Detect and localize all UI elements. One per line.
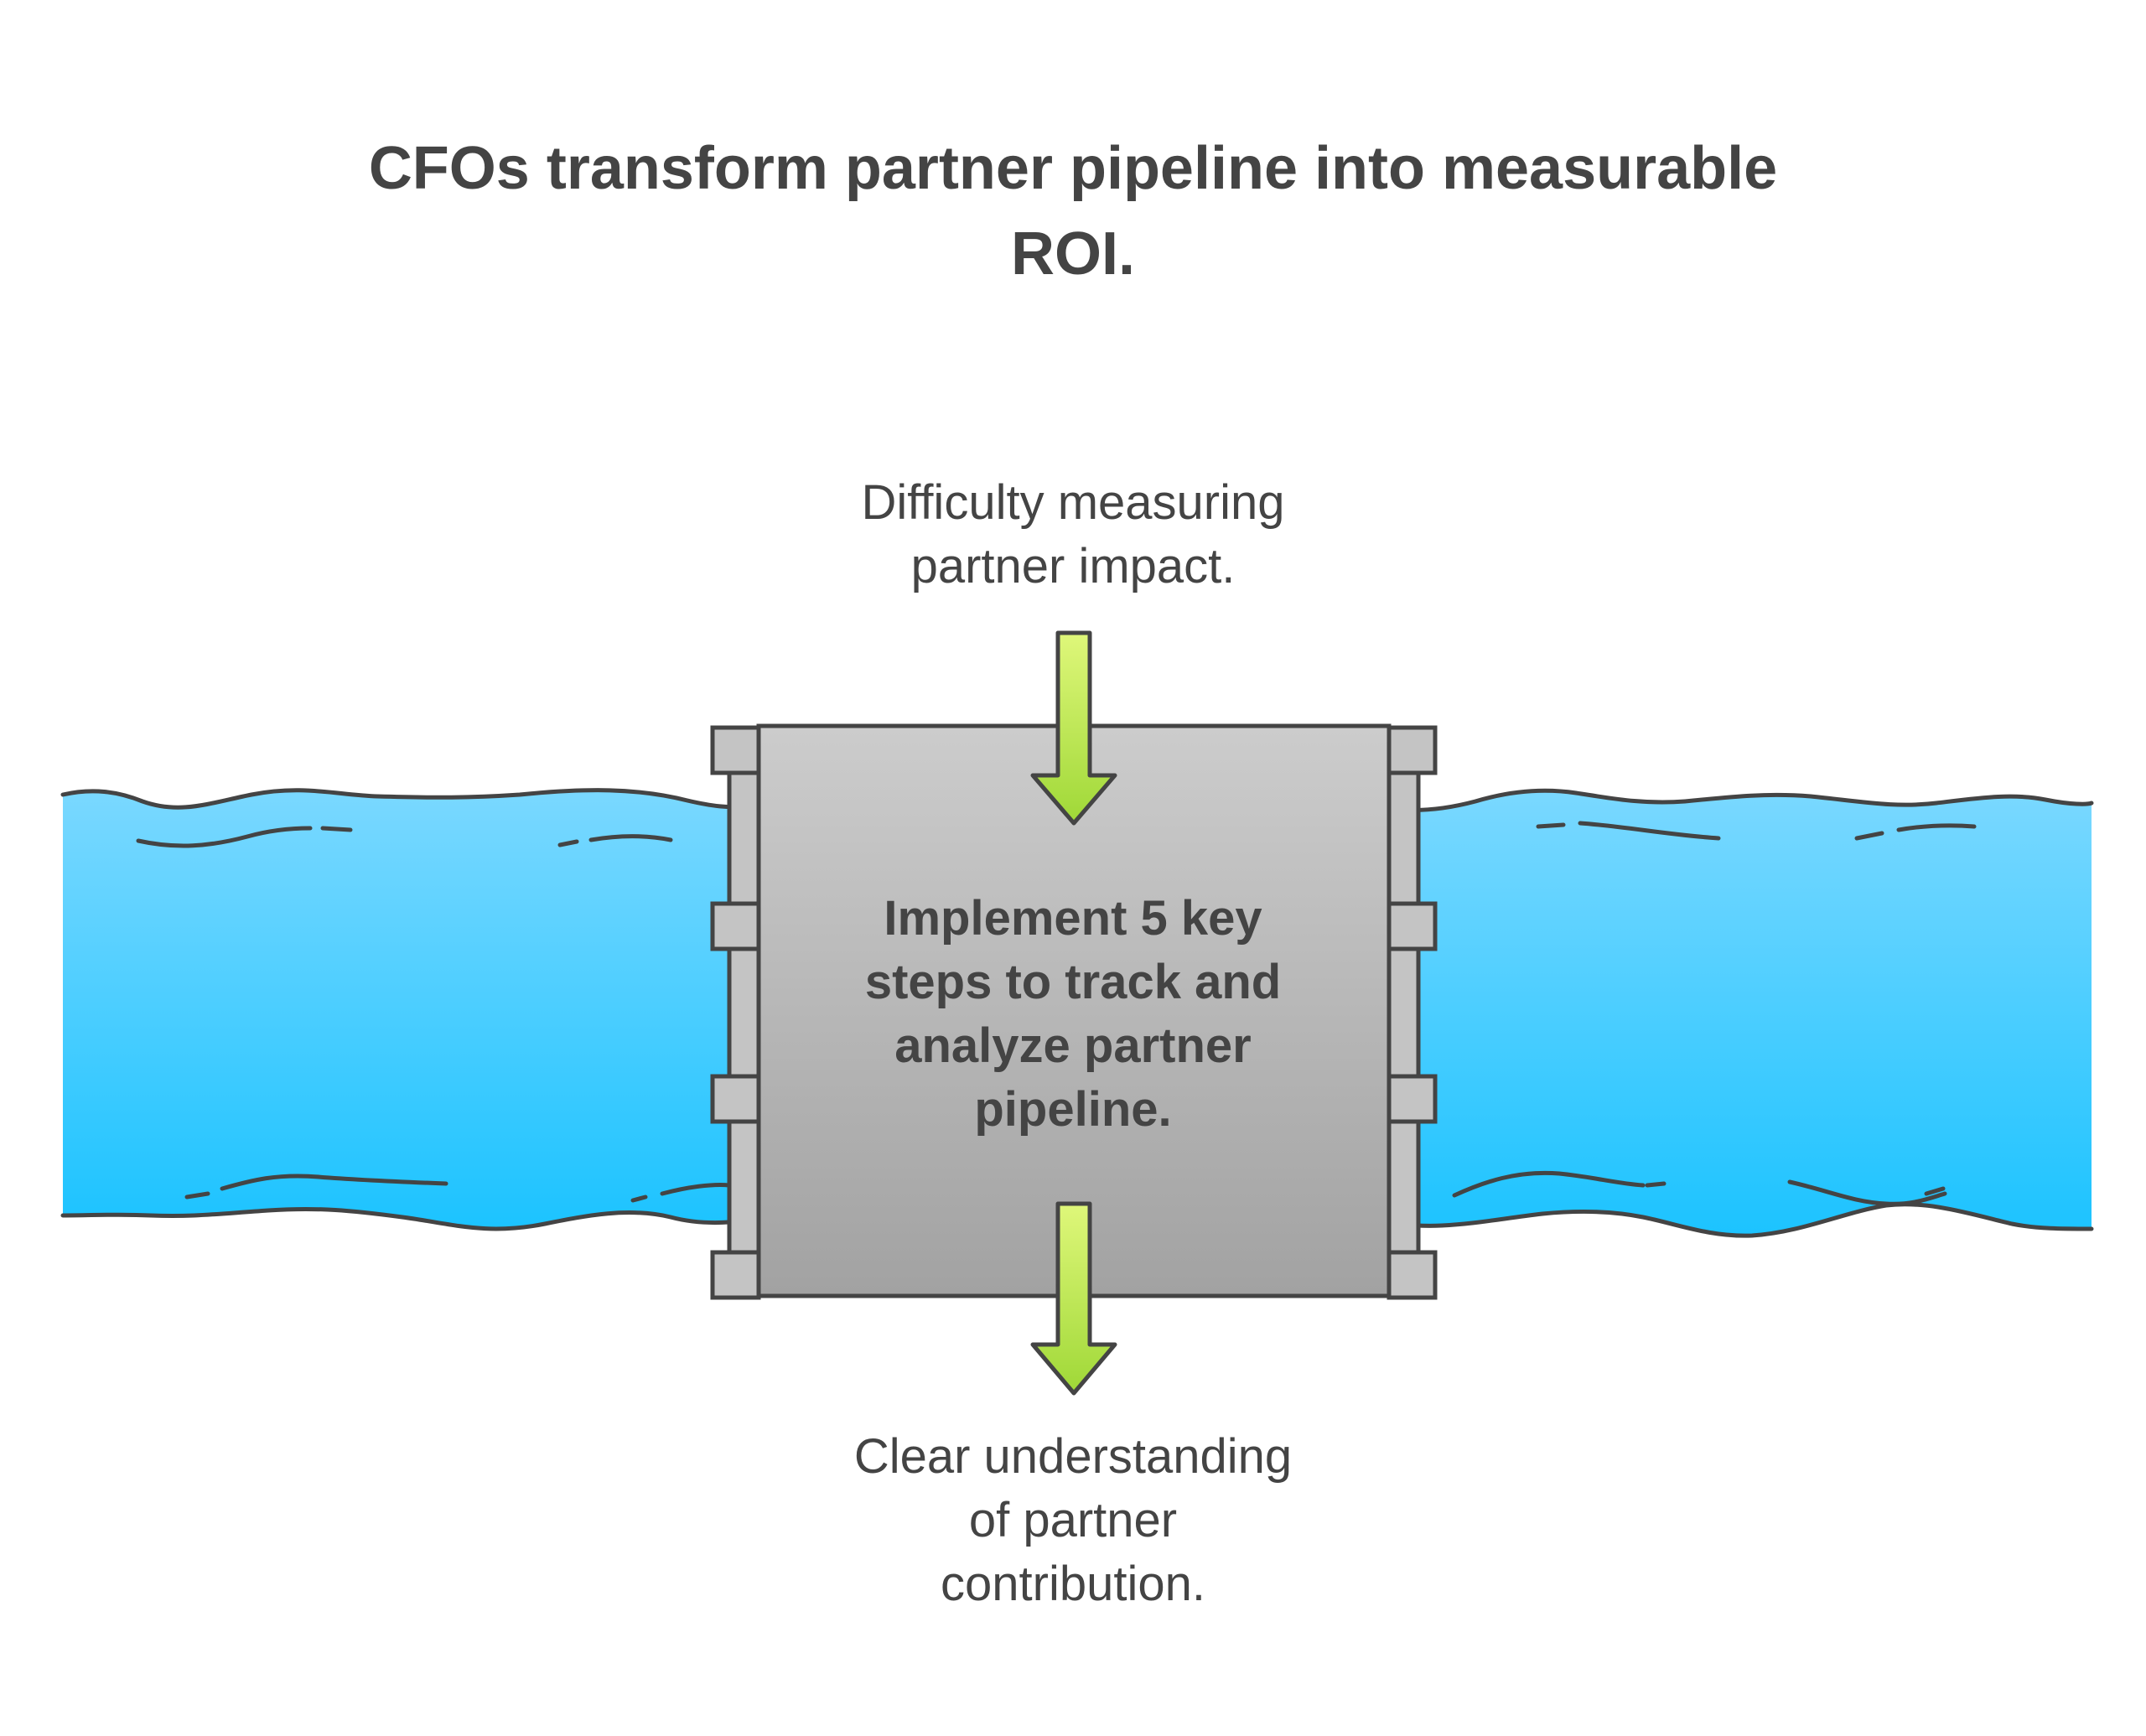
down-arrow-in-icon bbox=[1030, 630, 1117, 826]
water-left-body bbox=[63, 790, 746, 1229]
water-right-bottom-edge bbox=[1397, 1202, 2094, 1238]
ripple bbox=[320, 826, 353, 832]
water-left bbox=[60, 788, 749, 1231]
ripple bbox=[660, 1183, 732, 1196]
ripple bbox=[588, 834, 673, 842]
filter-bracket bbox=[710, 901, 761, 951]
filter-bracket bbox=[1387, 725, 1438, 775]
output-label: Clear understanding of partner contribut… bbox=[853, 1429, 1293, 1611]
water-left-top-edge bbox=[60, 788, 749, 810]
ripple bbox=[1645, 1181, 1667, 1188]
water-right-top-edge bbox=[1397, 788, 2094, 812]
ripple bbox=[557, 839, 579, 847]
input-label: Difficulty measuring partner impact. bbox=[861, 475, 1285, 593]
process-label: Implement 5 key steps to track and analy… bbox=[864, 891, 1282, 1137]
water-right-body bbox=[1400, 790, 2092, 1236]
ripple bbox=[630, 1194, 648, 1203]
ripple bbox=[1536, 822, 1566, 829]
ripple bbox=[220, 1174, 448, 1191]
ripple bbox=[136, 826, 313, 848]
ripple bbox=[1854, 831, 1884, 841]
ripple bbox=[1578, 821, 1721, 841]
ripple bbox=[184, 1191, 210, 1200]
filter-bracket bbox=[710, 1074, 761, 1124]
filter-bracket bbox=[710, 725, 761, 775]
ripple bbox=[1787, 1179, 1947, 1206]
filter-left-post bbox=[727, 770, 761, 1257]
filter-right-post bbox=[1387, 770, 1421, 1257]
filter-bracket bbox=[1387, 1250, 1438, 1300]
ripple bbox=[1924, 1186, 1946, 1196]
ripple bbox=[1452, 1170, 1646, 1198]
water-right bbox=[1397, 788, 2094, 1238]
filter-bracket bbox=[1387, 901, 1438, 951]
ripple bbox=[1896, 823, 1977, 832]
filter-bracket bbox=[1387, 1074, 1438, 1124]
filter-bracket bbox=[710, 1250, 761, 1300]
down-arrow-out-icon bbox=[1030, 1201, 1117, 1396]
diagram-title: CFOs transform partner pipeline into mea… bbox=[368, 135, 1778, 288]
water-left-bottom-edge bbox=[60, 1206, 749, 1231]
